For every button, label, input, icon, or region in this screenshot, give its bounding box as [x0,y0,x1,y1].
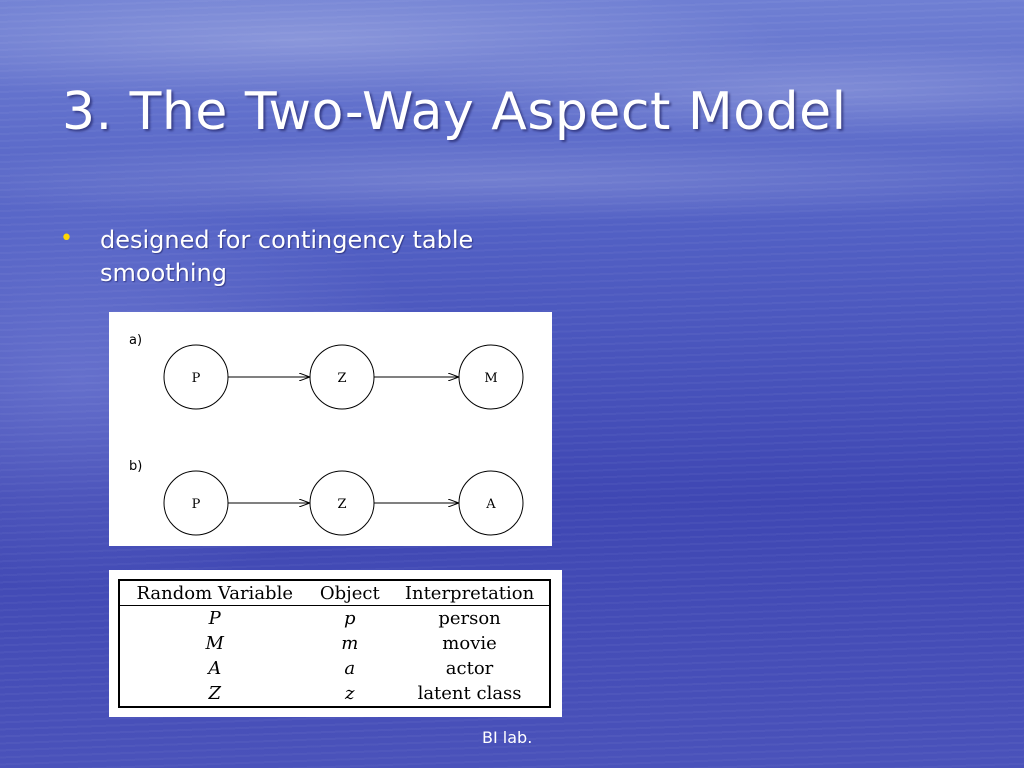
random-variable-cell: M [205,633,224,654]
object-cell: m [341,633,359,654]
node-circle [309,344,375,410]
node-circle [163,344,229,410]
bullet-list: • designed for contingency table smoothi… [60,224,480,290]
node-label: Z [337,371,346,386]
interpretation-cell: actor [445,658,494,679]
table-header-row: Random Variable Object Interpretation [119,580,550,606]
node-circle [309,470,375,536]
node-label: Z [337,497,346,512]
panel-label: a) [129,333,142,348]
header-random-variable: Random Variable [119,580,310,606]
node-label: P [192,497,201,512]
bullet-icon: • [60,226,73,251]
object-cell: z [345,683,355,704]
node-label: P [192,371,201,386]
variable-table-box: Random Variable Object Interpretation P … [109,570,562,717]
node-label: A [485,497,496,512]
header-interpretation: Interpretation [390,580,550,606]
table-row: Z z latent class [119,681,550,707]
node-circle [458,344,524,410]
table-row: A a actor [119,656,550,681]
slide-title: 3. The Two-Way Aspect Model [62,82,847,142]
node-circle [458,470,524,536]
object-cell: p [343,608,356,629]
interpretation-cell: movie [442,633,497,654]
random-variable-cell: A [208,658,222,679]
bullet-item: • designed for contingency table smoothi… [60,224,480,290]
node-label: M [484,371,497,386]
header-object: Object [309,580,391,606]
panel-label: b) [129,459,142,474]
variable-table: Random Variable Object Interpretation P … [118,579,551,708]
table-row: M m movie [119,631,550,656]
random-variable-cell: P [208,608,221,629]
footer-label: BI lab. [482,728,533,747]
interpretation-cell: person [438,608,501,629]
object-cell: a [344,658,356,679]
interpretation-cell: latent class [417,683,522,704]
node-circle [163,470,229,536]
bullet-text: designed for contingency table smoothing [100,226,474,287]
table-row: P p person [119,606,550,632]
diagram-canvas: a) P Z Mb) P Z A [129,333,524,536]
random-variable-cell: Z [208,683,221,704]
